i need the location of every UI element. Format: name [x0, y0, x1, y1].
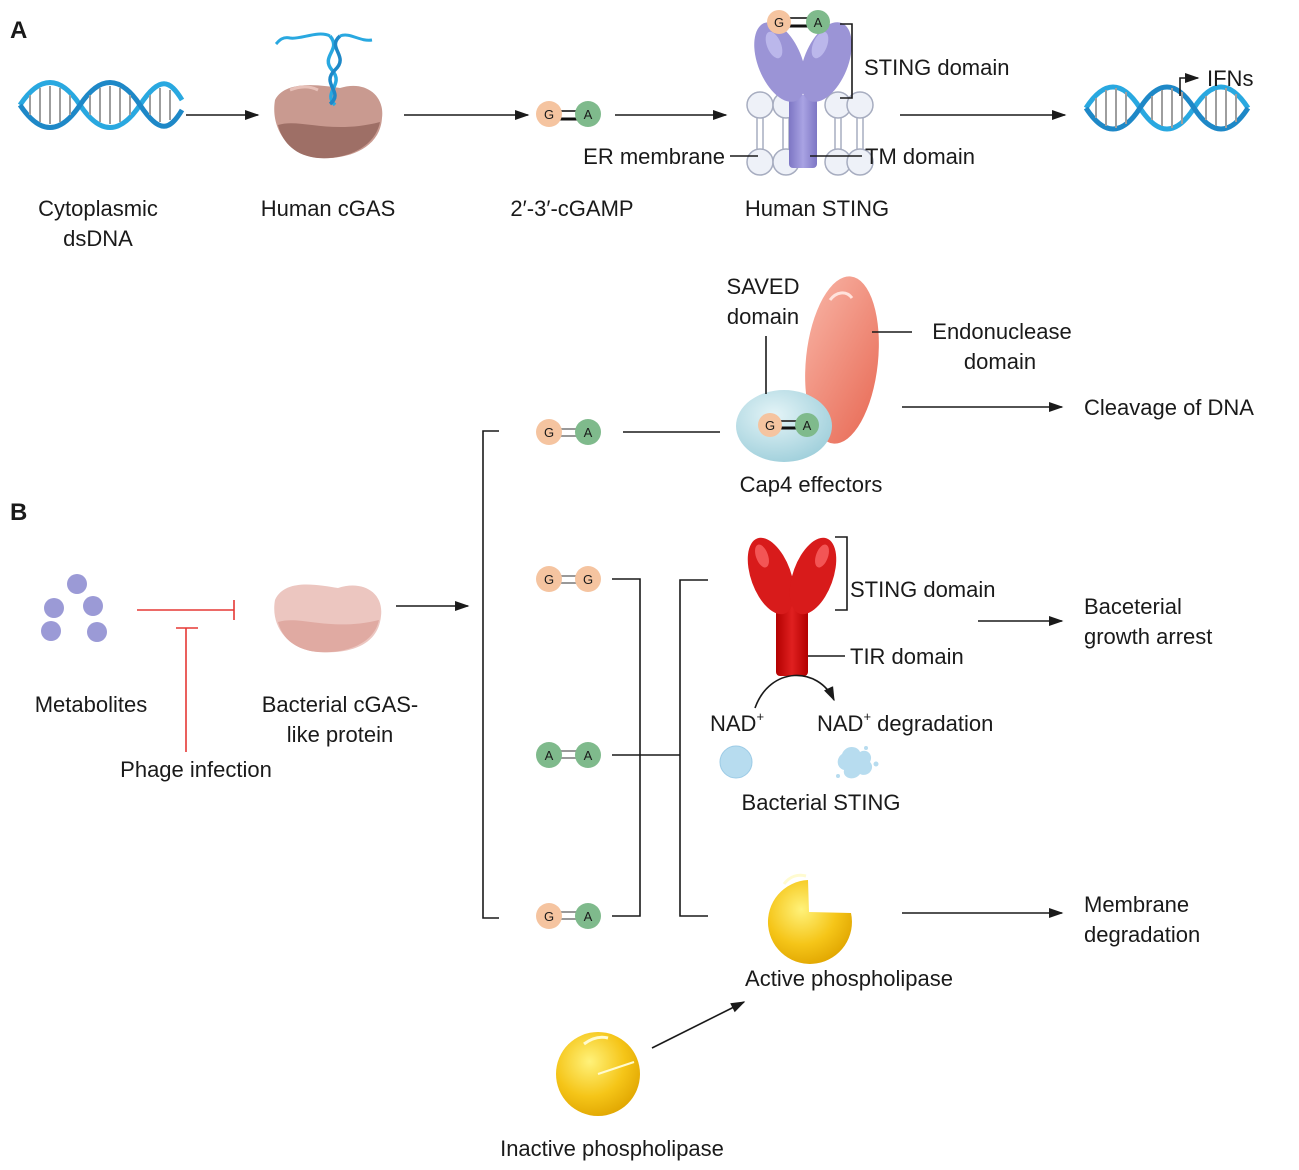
- nad-deg-rest: degradation: [871, 711, 993, 736]
- metabolites-label: Metabolites: [35, 692, 148, 717]
- saved-domain-label-line2: domain: [727, 304, 799, 329]
- nucleotide-g: G: [774, 15, 784, 30]
- nad-sup: +: [756, 709, 764, 724]
- cgas-label: Human cGAS: [261, 196, 396, 221]
- cgamp-bound-cap4: G A: [758, 413, 819, 437]
- sting-domain-label: STING domain: [864, 55, 1010, 80]
- growth-arrest-label-line1: Baceterial: [1084, 594, 1182, 619]
- bacterial-cgas-label-line2: like protein: [287, 722, 393, 747]
- nad-text: NAD: [710, 711, 756, 736]
- growth-arrest-label-line2: growth arrest: [1084, 624, 1212, 649]
- cgamp-label: 2′-3′-cGAMP: [510, 196, 633, 221]
- nucleotide-g: G: [583, 572, 593, 587]
- tm-domain-label: TM domain: [865, 144, 975, 169]
- nucleotide-a: A: [584, 909, 593, 924]
- nucleotide-bracket: [482, 430, 499, 919]
- cyclic-ga-1: G A: [536, 419, 601, 445]
- cap4-label: Cap4 effectors: [740, 472, 883, 497]
- dsdna-label-line2: dsDNA: [63, 226, 133, 251]
- er-membrane-label: ER membrane: [583, 144, 725, 169]
- effector-bracket: [679, 579, 708, 917]
- nad-deg-sup: +: [863, 709, 871, 724]
- metabolites-icon: [41, 574, 107, 642]
- nucleotide-g: G: [544, 425, 554, 440]
- active-phospholipase-label: Active phospholipase: [745, 966, 953, 991]
- panel-label-b: B: [10, 499, 27, 526]
- human-sting-icon: [754, 22, 852, 168]
- inactive-phospholipase-label: Inactive phospholipase: [500, 1136, 724, 1161]
- cgamp-bound-sting: G A: [767, 10, 830, 34]
- degraded-nad-icon: [836, 746, 879, 779]
- bacterial-cgas-label-line1: Bacterial cGAS-: [262, 692, 419, 717]
- ifns-label: IFNs: [1207, 66, 1253, 91]
- membrane-degradation-label-line1: Membrane: [1084, 892, 1189, 917]
- tir-domain-label: TIR domain: [850, 644, 964, 669]
- dsdna-icon: [17, 80, 185, 130]
- transcription-arrow: [1179, 72, 1200, 96]
- bacterial-cgas-icon: [274, 584, 382, 653]
- nucleotide-a: A: [545, 748, 554, 763]
- nucleotide-a: A: [584, 748, 593, 763]
- nad-molecule: [719, 745, 753, 779]
- nad-degradation-label: NAD+ degradation: [817, 709, 993, 736]
- human-cgas-icon: [274, 32, 383, 159]
- nucleotide-g: G: [544, 107, 554, 122]
- cyclic-ga-2: G A: [536, 903, 601, 929]
- dsdna-label-line1: Cytoplasmic: [38, 196, 158, 221]
- nad-conversion-arrow: [754, 674, 835, 709]
- dna-strand-icon: [274, 32, 373, 107]
- arrow-activation: [651, 1001, 746, 1049]
- ifn-gene-dna-icon: [1083, 84, 1251, 132]
- endonuclease-label-line1: Endonuclease: [932, 319, 1071, 344]
- nucleotide-g: G: [544, 909, 554, 924]
- sting-domain-bracket: [840, 23, 853, 99]
- membrane-degradation-label-line2: degradation: [1084, 922, 1200, 947]
- nucleotide-g: G: [544, 572, 554, 587]
- phage-infection-label: Phage infection: [120, 757, 272, 782]
- cap4-effector-icon: [736, 276, 879, 462]
- bacterial-sting-icon: [747, 537, 837, 676]
- bacterial-sting-label: Bacterial STING: [742, 790, 901, 815]
- cyclic-aa: A A: [536, 742, 601, 768]
- cleavage-label: Cleavage of DNA: [1084, 395, 1254, 420]
- nucleotide-a: A: [584, 425, 593, 440]
- nucleotide-a: A: [584, 107, 593, 122]
- cgamp-molecule: G A: [536, 101, 601, 127]
- gg-ga-bracket: [612, 578, 641, 917]
- active-phospholipase-icon: [767, 873, 852, 964]
- nad-label: NAD+: [710, 709, 764, 736]
- nucleotide-g: G: [765, 418, 775, 433]
- endonuclease-label-line2: domain: [964, 349, 1036, 374]
- nucleotide-a: A: [814, 15, 823, 30]
- bacterial-sting-domain-bracket: [835, 536, 848, 611]
- cyclic-gg: G G: [536, 566, 601, 592]
- saved-domain-label-line1: SAVED: [727, 274, 800, 299]
- sting-label: Human STING: [745, 196, 889, 221]
- inactive-phospholipase-icon: [556, 1032, 640, 1116]
- nucleotide-a: A: [803, 418, 812, 433]
- bacterial-sting-domain-label: STING domain: [850, 577, 996, 602]
- nad-deg-text: NAD: [817, 711, 863, 736]
- panel-label-a: A: [10, 17, 27, 44]
